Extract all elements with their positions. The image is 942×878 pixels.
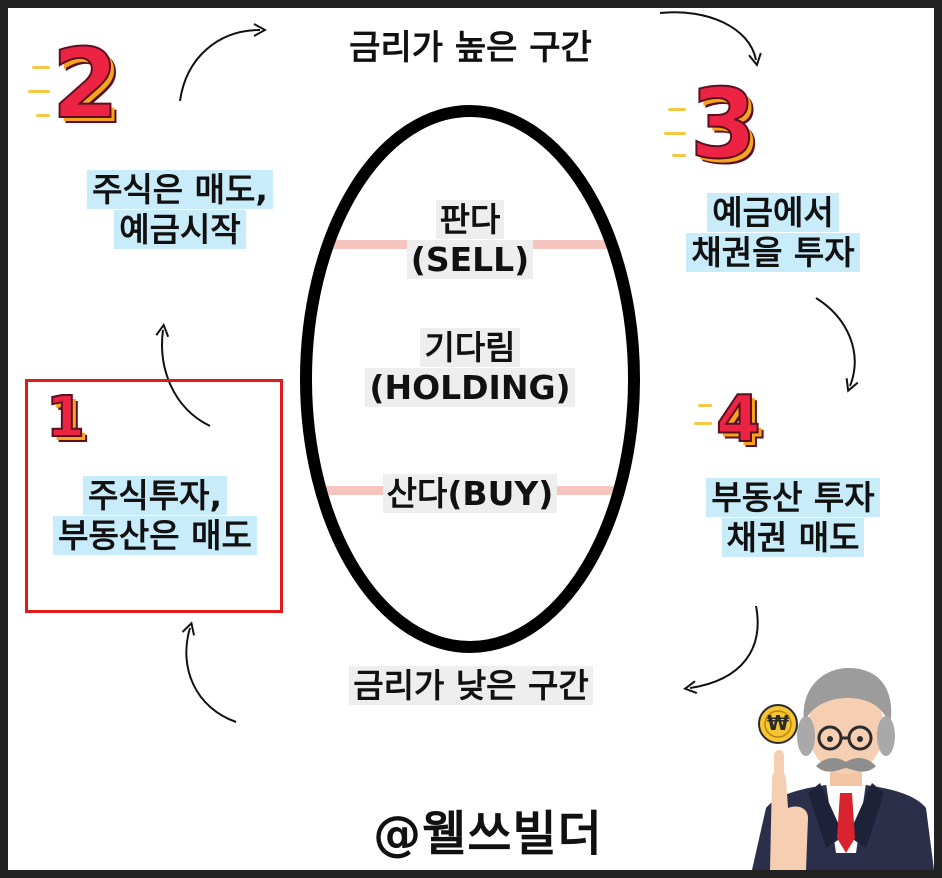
- hold-en-text: (HOLDING): [365, 367, 575, 407]
- step-2-label: 주식은 매도, 예금시작: [60, 170, 300, 249]
- step-1-label: 주식투자, 부동산은 매도: [30, 476, 280, 555]
- won-coin-icon: [758, 704, 798, 744]
- step-1-line2: 부동산은 매도: [53, 515, 257, 555]
- arrow-1-to-2: [162, 330, 211, 427]
- arrow-2-to-top: [179, 30, 260, 102]
- step-3-speed-line: [672, 154, 686, 157]
- diagram-graphics: [8, 11, 934, 870]
- arrow-bottom-to-1: [186, 628, 237, 723]
- step-4-line2: 채권 매도: [721, 517, 865, 557]
- watermark-text: @웰쓰빌더: [373, 806, 603, 862]
- cycle-diagram: ₩ 금리가 높은 구간 금리가 낮은 구간 판다 (SELL) 기다림 (HOL…: [8, 8, 934, 870]
- sell-en-text: (SELL): [406, 239, 534, 279]
- cycle-ellipse: [300, 105, 640, 653]
- buy-label: 산다(BUY): [360, 474, 580, 514]
- step-4-number: 4: [715, 383, 762, 457]
- step-1-number: 1: [45, 385, 86, 450]
- hold-text: 기다림: [420, 328, 520, 367]
- top-label: 금리가 높은 구간: [313, 28, 628, 69]
- step-3-line2: 채권을 투자: [686, 232, 860, 272]
- old-man-illustration: [752, 668, 934, 870]
- watermark: @웰쓰빌더: [338, 806, 638, 864]
- step-2-speed-line: [28, 90, 50, 93]
- arrow-3-to-4: [815, 297, 855, 386]
- step-3-speed-line: [668, 108, 686, 111]
- step-3-line1: 예금에서: [707, 193, 839, 232]
- top-label-text: 금리가 높은 구간: [349, 28, 592, 68]
- step-1-box: [25, 379, 283, 613]
- bottom-label-text: 금리가 낮은 구간: [349, 666, 593, 705]
- step-4-speed-line: [698, 404, 712, 407]
- step-3-label: 예금에서 채권을 투자: [658, 193, 888, 272]
- step-2-line1: 주식은 매도,: [87, 170, 273, 209]
- hold-label: 기다림 (HOLDING): [330, 328, 610, 407]
- coin-symbol: ₩: [766, 711, 790, 735]
- step-4-line1: 부동산 투자: [706, 478, 880, 517]
- buy-text: 산다(BUY): [382, 474, 558, 513]
- step-3-number: 3: [689, 68, 758, 180]
- step-2-speed-line: [32, 66, 50, 69]
- step-2-number: 2: [51, 28, 120, 140]
- step-4-label: 부동산 투자 채권 매도: [678, 478, 908, 557]
- arrow-top-to-3: [659, 11, 756, 60]
- step-4-speed-line: [694, 422, 712, 425]
- sell-label: 판다 (SELL): [370, 200, 570, 279]
- arrow-4-to-bottom: [690, 605, 759, 688]
- bottom-label: 금리가 낮은 구간: [320, 666, 622, 706]
- step-2-line2: 예금시작: [114, 209, 246, 249]
- step-2-speed-line: [36, 114, 50, 117]
- step-3-speed-line: [664, 132, 686, 135]
- sell-text: 판다: [435, 200, 505, 239]
- step-1-line1: 주식투자,: [83, 476, 227, 515]
